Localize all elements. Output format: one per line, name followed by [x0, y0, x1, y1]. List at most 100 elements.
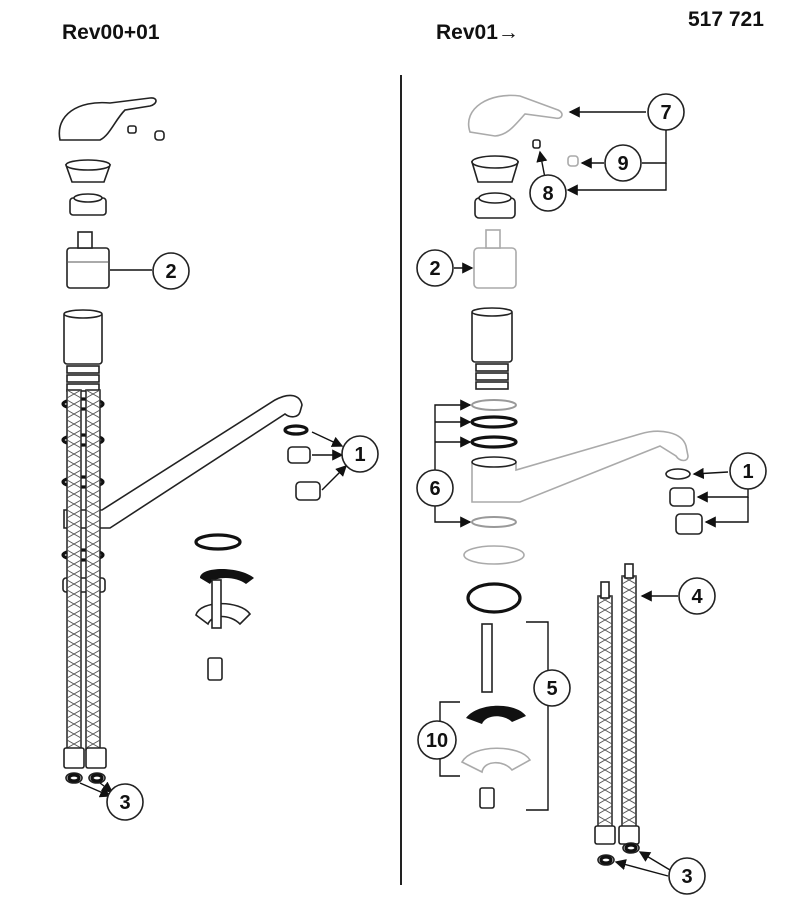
right-callout-2-label: 2: [429, 258, 440, 280]
right-base-gasket: [466, 582, 522, 614]
right-callout-5-label: 5: [546, 678, 557, 700]
left-mount-nut: [207, 657, 223, 681]
right-callout-4-label: 4: [691, 586, 703, 608]
hose-braid-line: [85, 679, 101, 689]
hose-braid-line: [597, 615, 613, 625]
hose-braid-line: [597, 705, 613, 715]
hose-braid-line: [85, 499, 101, 509]
right-body-upper: [471, 309, 513, 363]
right-spout: [471, 430, 689, 503]
hose-braid-line: [66, 549, 82, 559]
left-callout-2-label: 2: [165, 261, 176, 283]
hose-braid-line: [85, 609, 101, 619]
hose-braid-line: [85, 579, 101, 589]
hose-braid-line: [85, 549, 101, 559]
hose-braid-line: [621, 645, 637, 655]
hose-braid-line: [66, 569, 82, 579]
left-callout-3-label: 3: [119, 792, 130, 814]
hose-braid-line: [597, 745, 613, 755]
hose-braid-line: [621, 695, 637, 705]
hose-braid-line: [66, 529, 82, 539]
hose-braid-line: [66, 589, 82, 599]
hose-braid-line: [85, 389, 101, 399]
right-callout-3-label: 3: [681, 866, 692, 888]
hose-braid-line: [85, 519, 101, 529]
hose-braid-line: [621, 605, 637, 615]
hose-braid-line: [66, 469, 82, 479]
hose-braid-line: [85, 539, 101, 549]
hose-braid-line: [597, 665, 613, 675]
left-callout-1-label: 1: [354, 444, 365, 466]
left-threaded-rod: [211, 579, 222, 629]
hose-braid-line: [621, 815, 637, 825]
hose-braid-line: [85, 669, 101, 679]
right-callout-8-label: 8: [542, 183, 553, 205]
hose-braid-line: [85, 479, 101, 489]
right-base-ring: [463, 545, 525, 565]
hose-braid-line: [66, 459, 82, 469]
left-aerator-insert: [287, 446, 311, 464]
hose-braid-line: [66, 479, 82, 489]
hose-braid-line: [66, 509, 82, 519]
left-callout-2: 2: [110, 252, 190, 290]
left-revision-title: Rev00+01: [62, 21, 160, 44]
hose-braid-line: [621, 745, 637, 755]
hose-braid-line: [621, 655, 637, 665]
right-callout-10-label: 10: [426, 730, 448, 752]
hose-braid-line: [66, 699, 82, 709]
right-callout-8: 8: [529, 150, 567, 212]
hose-braid-line: [85, 459, 101, 469]
right-clamp-washer-black: [466, 705, 526, 724]
hose-braid-line: [597, 715, 613, 725]
hose-braid-line: [621, 625, 637, 635]
right-callout-9: 9: [566, 130, 667, 196]
hose-braid-line: [66, 419, 82, 429]
part-number: 517 721: [688, 8, 764, 31]
hose-braid-line: [66, 619, 82, 629]
right-o-ring-3: [470, 435, 518, 449]
hose-braid-line: [85, 409, 101, 419]
hose-braid-line: [85, 419, 101, 429]
hose-braid-line: [85, 589, 101, 599]
hose-braid-line: [66, 429, 82, 439]
left-small-screw: [127, 125, 137, 134]
hose-braid-line: [621, 775, 637, 785]
right-callout-4: 4: [640, 577, 716, 615]
left-spout: [63, 394, 303, 529]
hose-braid-line: [66, 499, 82, 509]
left-small-cap: [154, 130, 165, 141]
hose-braid-line: [85, 469, 101, 479]
hose-braid-line: [66, 609, 82, 619]
right-aerator-seal: [665, 468, 691, 480]
left-assembly: [58, 97, 321, 784]
hose-braid-line: [85, 489, 101, 499]
hose-braid-line: [66, 649, 82, 659]
hose-braid-line: [66, 559, 82, 569]
hose-braid-line: [85, 639, 101, 649]
right-clamp-plate: [460, 747, 532, 774]
hose-braid-line: [85, 509, 101, 519]
left-callout-3: 3: [79, 781, 144, 821]
hose-braid-line: [597, 645, 613, 655]
hose-braid-line: [66, 629, 82, 639]
right-o-ring-4: [471, 516, 517, 528]
hose-braid-line: [85, 689, 101, 699]
hose-braid-line: [621, 785, 637, 795]
hose-braid-line: [597, 755, 613, 765]
left-clamp-washer: [200, 569, 254, 584]
hose-braid-line: [621, 735, 637, 745]
left-body-upper: [63, 311, 103, 365]
hose-braid-line: [66, 729, 82, 739]
hose-braid-line: [66, 689, 82, 699]
hose-braid-line: [621, 805, 637, 815]
hose-braid-line: [66, 519, 82, 529]
hose-braid-line: [621, 715, 637, 725]
hose-braid-line: [85, 559, 101, 569]
left-o-ring-2: [61, 433, 105, 447]
hose-braid-line: [597, 655, 613, 665]
right-aerator-insert: [669, 487, 695, 507]
right-mount-nut: [479, 787, 495, 809]
right-callout-3: 3: [614, 851, 706, 895]
hose-braid-line: [66, 489, 82, 499]
right-cap-screw: [567, 155, 579, 167]
